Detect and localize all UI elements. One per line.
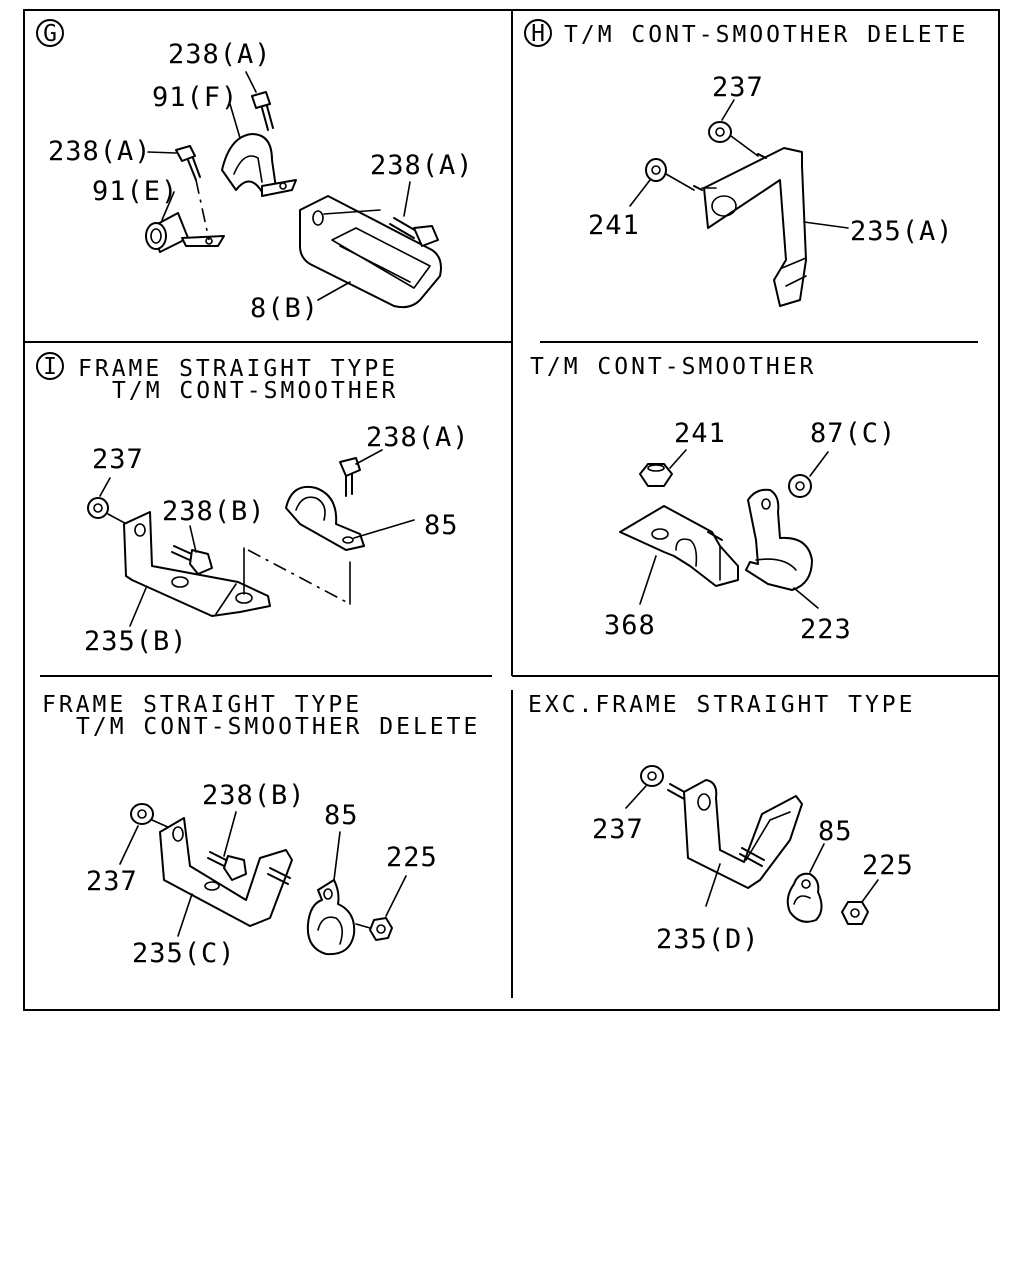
bracket-368-icon xyxy=(619,505,739,587)
bolt-238a-right-icon xyxy=(389,217,439,247)
label-238a: 238(A) xyxy=(366,422,470,453)
label-238a-right: 238(A) xyxy=(370,150,474,181)
label-237: 237 xyxy=(592,814,644,845)
label-235b: 235(B) xyxy=(84,626,188,657)
bracket-235a-icon xyxy=(693,147,807,307)
leader-lines xyxy=(629,99,849,229)
label-238a-top: 238(A) xyxy=(168,39,272,70)
label-238a-left: 238(A) xyxy=(48,136,152,167)
label-91f: 91(F) xyxy=(152,82,238,113)
panel-marker: H xyxy=(531,21,545,47)
bolt-238a-icon xyxy=(339,457,361,497)
leader-lines xyxy=(147,71,411,301)
panel-title-line1: FRAME STRAIGHT TYPE xyxy=(42,692,362,718)
clip-91e-icon xyxy=(145,212,225,253)
panel-title: T/M CONT-SMOOTHER xyxy=(530,354,816,380)
nut-241-icon xyxy=(645,158,695,191)
label-85: 85 xyxy=(324,800,359,831)
label-235c: 235(C) xyxy=(132,938,236,969)
bolt-238b-icon xyxy=(207,851,247,881)
label-241: 241 xyxy=(674,418,726,449)
leader-lines xyxy=(119,811,407,937)
nut-225-icon xyxy=(355,917,393,941)
panel-title: T/M CONT-SMOOTHER DELETE xyxy=(564,22,968,48)
label-8b: 8(B) xyxy=(250,293,319,324)
diagram-frame xyxy=(23,9,1000,1011)
clip-85-icon xyxy=(285,486,365,551)
panel-h: H T/M CONT-SMOOTHER DELETE 237 xyxy=(524,19,968,307)
nut-237-icon xyxy=(640,765,689,801)
bracket-235b-icon xyxy=(123,511,271,617)
label-237: 237 xyxy=(86,866,138,897)
stud-icon xyxy=(267,867,291,885)
stud-icon xyxy=(739,847,765,867)
nut-225-icon xyxy=(841,901,869,925)
panel-marker-circle xyxy=(524,19,552,47)
panel-marker: I xyxy=(43,354,57,380)
label-368: 368 xyxy=(604,610,656,641)
label-237: 237 xyxy=(92,444,144,475)
panel-title-line2: T/M CONT-SMOOTHER xyxy=(112,378,398,404)
clip-223-icon xyxy=(745,488,813,591)
label-238b: 238(B) xyxy=(162,496,266,527)
panel-title-line1: FRAME STRAIGHT TYPE xyxy=(78,356,398,382)
label-85: 85 xyxy=(424,510,459,541)
bolt-238b-icon xyxy=(171,545,213,575)
nut-237-icon xyxy=(130,803,171,829)
leader-lines xyxy=(639,449,829,609)
panel-cont-smoother: T/M CONT-SMOOTHER xyxy=(530,354,896,645)
nut-241-icon xyxy=(639,463,673,487)
panel-marker: G xyxy=(43,21,57,47)
panel-i: I FRAME STRAIGHT TYPE T/M CONT-SMOOTHER xyxy=(36,352,470,657)
leader-lines xyxy=(99,449,415,627)
leader-lines xyxy=(625,785,879,907)
panel-title: EXC.FRAME STRAIGHT TYPE xyxy=(528,692,916,718)
label-241: 241 xyxy=(588,210,640,241)
bracket-8b-icon xyxy=(299,195,442,309)
panel-marker-circle xyxy=(36,19,64,47)
label-91e: 91(E) xyxy=(92,176,178,207)
label-87c: 87(C) xyxy=(810,418,896,449)
clip-91f-icon xyxy=(221,133,297,197)
panel-title-line2: T/M CONT-SMOOTHER DELETE xyxy=(76,714,480,740)
label-223: 223 xyxy=(800,614,852,645)
bolt-238a-left-icon xyxy=(175,145,210,241)
nut-237-icon xyxy=(87,497,135,529)
label-237: 237 xyxy=(712,72,764,103)
bolt-238a-top-icon xyxy=(251,91,274,131)
panel-g: G xyxy=(36,19,474,324)
nut-237-icon xyxy=(708,121,759,157)
bracket-235c-icon xyxy=(159,817,293,927)
panel-marker-circle xyxy=(36,352,64,380)
label-238b: 238(B) xyxy=(202,780,306,811)
label-235d: 235(D) xyxy=(656,924,760,955)
label-225: 225 xyxy=(862,850,914,881)
bracket-235d-icon xyxy=(683,779,803,889)
label-235a: 235(A) xyxy=(850,216,954,247)
clip-85-icon xyxy=(786,872,823,923)
panel-exc-frame: EXC.FRAME STRAIGHT TYPE xyxy=(528,692,916,955)
label-225: 225 xyxy=(386,842,438,873)
panel-frame-delete: FRAME STRAIGHT TYPE T/M CONT-SMOOTHER DE… xyxy=(42,692,480,969)
clip-85-icon xyxy=(306,879,356,956)
nut-87c-icon xyxy=(788,474,812,498)
label-85: 85 xyxy=(818,816,853,847)
